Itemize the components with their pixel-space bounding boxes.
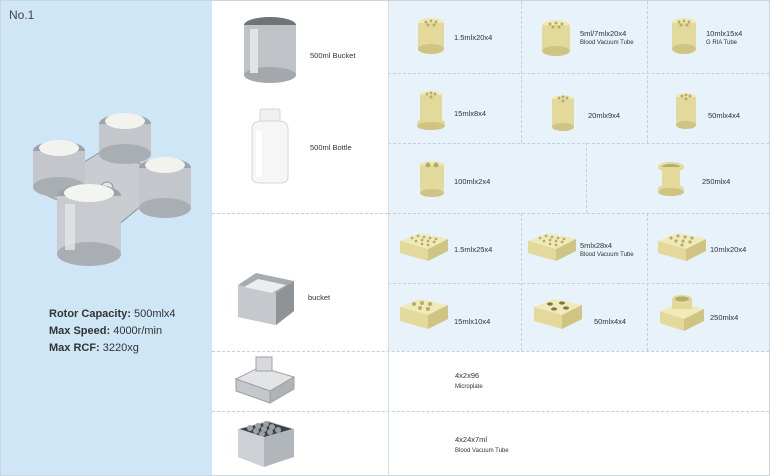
adapter-label: 100mlx2x4 [454,177,491,186]
adapter-50ml-image [676,93,696,129]
adapter-5ml-image [542,20,570,56]
adapter-label: 1.5mlx25x4 [454,245,493,254]
bucket-image [238,273,294,325]
adapter-250ml-image [658,162,684,196]
spec-speed: Max Speed: 4000r/min [49,325,163,337]
adapter-rect-15ml-image [400,299,448,329]
rotor-panel: No.1 Roto [1,1,212,475]
bucket-label: bucket [308,293,331,302]
bucket-500-label: 500ml Bucket [310,51,356,60]
adapter-label: 1.5mlx20x4 [454,33,493,42]
adapter-label: 10mlx15x4 [706,29,743,38]
adapter-1-5ml-image [418,18,444,54]
adapter-sub: G RIA Tube [706,40,738,46]
adapter-label: 5mlx28x4 [580,241,613,250]
adapter-rect-250ml-image [660,295,704,331]
adapter-label: 50mlx4x4 [708,111,741,120]
adapter-sub: Blood Vacuum Tube [580,252,634,258]
adapter-label: 5ml/7mlx20x4 [580,29,627,38]
adapter-label: 250mlx4 [702,177,731,186]
adapter-label: 250mlx4 [710,313,739,322]
adapter-label: 15mlx10x4 [454,317,491,326]
accessory-column: 500ml Bucket 500ml Bottle bucket [212,1,388,475]
bucket-500-image [244,17,296,83]
adapter-label: 10mlx20x4 [710,245,747,254]
adapter-rect-1-5ml-image [400,233,448,261]
adapter-100ml-image [420,161,444,197]
tube-rack-sub: Blood Vacuum Tube [455,448,509,454]
bottle-500-label: 500ml Bottle [310,143,352,152]
adapter-rect-5ml-image [528,233,576,261]
spec-capacity: Rotor Capacity: 500mlx4 [49,308,176,320]
adapter-label: 20mlx9x4 [588,111,621,120]
adapter-20ml-image [552,95,574,131]
rotor-specs: Rotor Capacity: 500mlx4 Max Speed: 4000r… [49,306,176,357]
adapter-grid: 1.5mlx20x4 5ml/7mlx20x4 Blood Vacuum Tub… [388,1,769,475]
spec-rcf: Max RCF: 3220xg [49,342,139,354]
adapter-15ml-image [417,91,445,130]
microplate-carrier-image [234,356,296,404]
adapter-label: 15mlx8x4 [454,109,487,118]
adapter-rect-50ml-image [534,299,582,329]
adapter-rect-10ml-image [658,233,706,261]
adapter-sub: Blood Vacuum Tube [580,40,634,46]
tube-rack-image [238,421,294,467]
microplate-label: 4x2x96 [455,371,480,380]
panel-number: No.1 [9,8,35,22]
microplate-sub: Microplate [455,384,483,390]
bottle-500-image [251,108,289,184]
rotor-image [33,113,191,266]
adapter-10ml-image [672,18,696,54]
adapter-label: 50mlx4x4 [594,317,627,326]
tube-rack-label: 4x24x7ml [455,435,488,444]
